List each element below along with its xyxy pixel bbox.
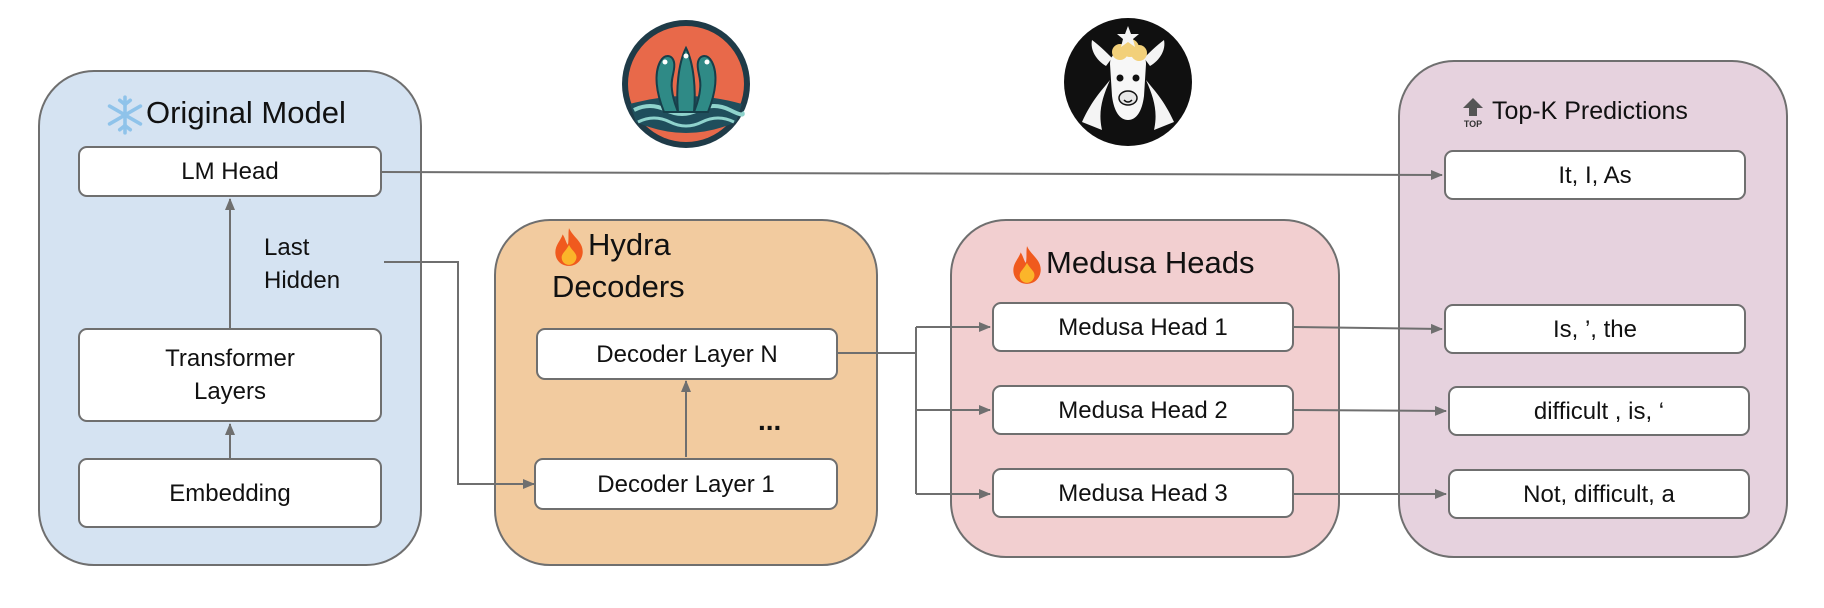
llama-logo: [1064, 18, 1192, 146]
embedding-box: Embedding: [78, 458, 382, 528]
hydra-title-line2: Decoders: [552, 269, 685, 304]
decoder-layer-n-label: Decoder Layer N: [596, 340, 778, 368]
medusa-head-1-label: Medusa Head 1: [1058, 313, 1228, 341]
hydra-title-line1: Hydra: [588, 227, 671, 263]
medusa-head-1-box: Medusa Head 1: [992, 302, 1294, 352]
decoder-layer-1-box: Decoder Layer 1: [534, 458, 838, 510]
hydra-ellipsis: ...: [758, 405, 782, 436]
decoder-layer-1-label: Decoder Layer 1: [597, 470, 775, 498]
prediction-2-box: Is, ’, the: [1444, 304, 1746, 354]
top-icon-text: TOP: [1464, 119, 1482, 128]
transformer-layers-line1: Transformer: [165, 345, 295, 372]
top-arrow-icon: TOP: [1463, 98, 1483, 128]
medusa-head-3-box: Medusa Head 3: [992, 468, 1294, 518]
last-hidden-label: Last Hidden: [264, 231, 340, 297]
medusa-head-3-label: Medusa Head 3: [1058, 479, 1228, 507]
hydra-logo: [622, 20, 750, 148]
top-k-title: TOP Top-K Predictions: [1458, 96, 1688, 128]
hydra-decoders-title: Hydra Decoders: [550, 226, 685, 305]
transformer-layers-line2: Layers: [193, 378, 267, 405]
medusa-head-2-box: Medusa Head 2: [992, 385, 1294, 435]
top-k-title-text: Top-K Predictions: [1492, 97, 1688, 125]
prediction-3-box: difficult , is, ‘: [1448, 386, 1750, 436]
fire-icon: [1013, 246, 1041, 284]
lm-head-label: LM Head: [181, 158, 279, 185]
original-model-title-text: Original Model: [146, 95, 346, 131]
lm-head-box: LM Head: [78, 146, 382, 197]
decoder-layer-n-box: Decoder Layer N: [536, 328, 838, 380]
prediction-4-label: Not, difficult, a: [1523, 480, 1675, 508]
last-hidden-line1: Last: [264, 234, 310, 261]
arrow-lm-head-to-prediction-1: [381, 169, 1443, 180]
embedding-label: Embedding: [169, 479, 291, 507]
arrow-medusa-head-2-to-prediction-3: [1293, 405, 1447, 416]
arrow-last-hidden-to-decoder-1: [384, 261, 535, 489]
prediction-4-box: Not, difficult, a: [1448, 469, 1750, 519]
medusa-heads-title-text: Medusa Heads: [1046, 245, 1255, 281]
prediction-1-box: It, I, As: [1444, 150, 1746, 200]
prediction-1-label: It, I, As: [1558, 161, 1632, 189]
fire-icon: [555, 228, 583, 266]
original-model-title: Original Model: [104, 94, 346, 136]
prediction-2-label: Is, ’, the: [1552, 315, 1638, 343]
snowflake-icon: [107, 95, 143, 135]
last-hidden-line2: Hidden: [264, 267, 341, 294]
transformer-layers-box: Transformer Layers: [78, 328, 382, 422]
medusa-head-2-label: Medusa Head 2: [1058, 396, 1228, 424]
prediction-3-label: difficult , is, ‘: [1533, 397, 1665, 425]
arrow-medusa-head-1-to-prediction-2: [1293, 323, 1443, 334]
medusa-heads-title: Medusa Heads: [1008, 244, 1255, 286]
